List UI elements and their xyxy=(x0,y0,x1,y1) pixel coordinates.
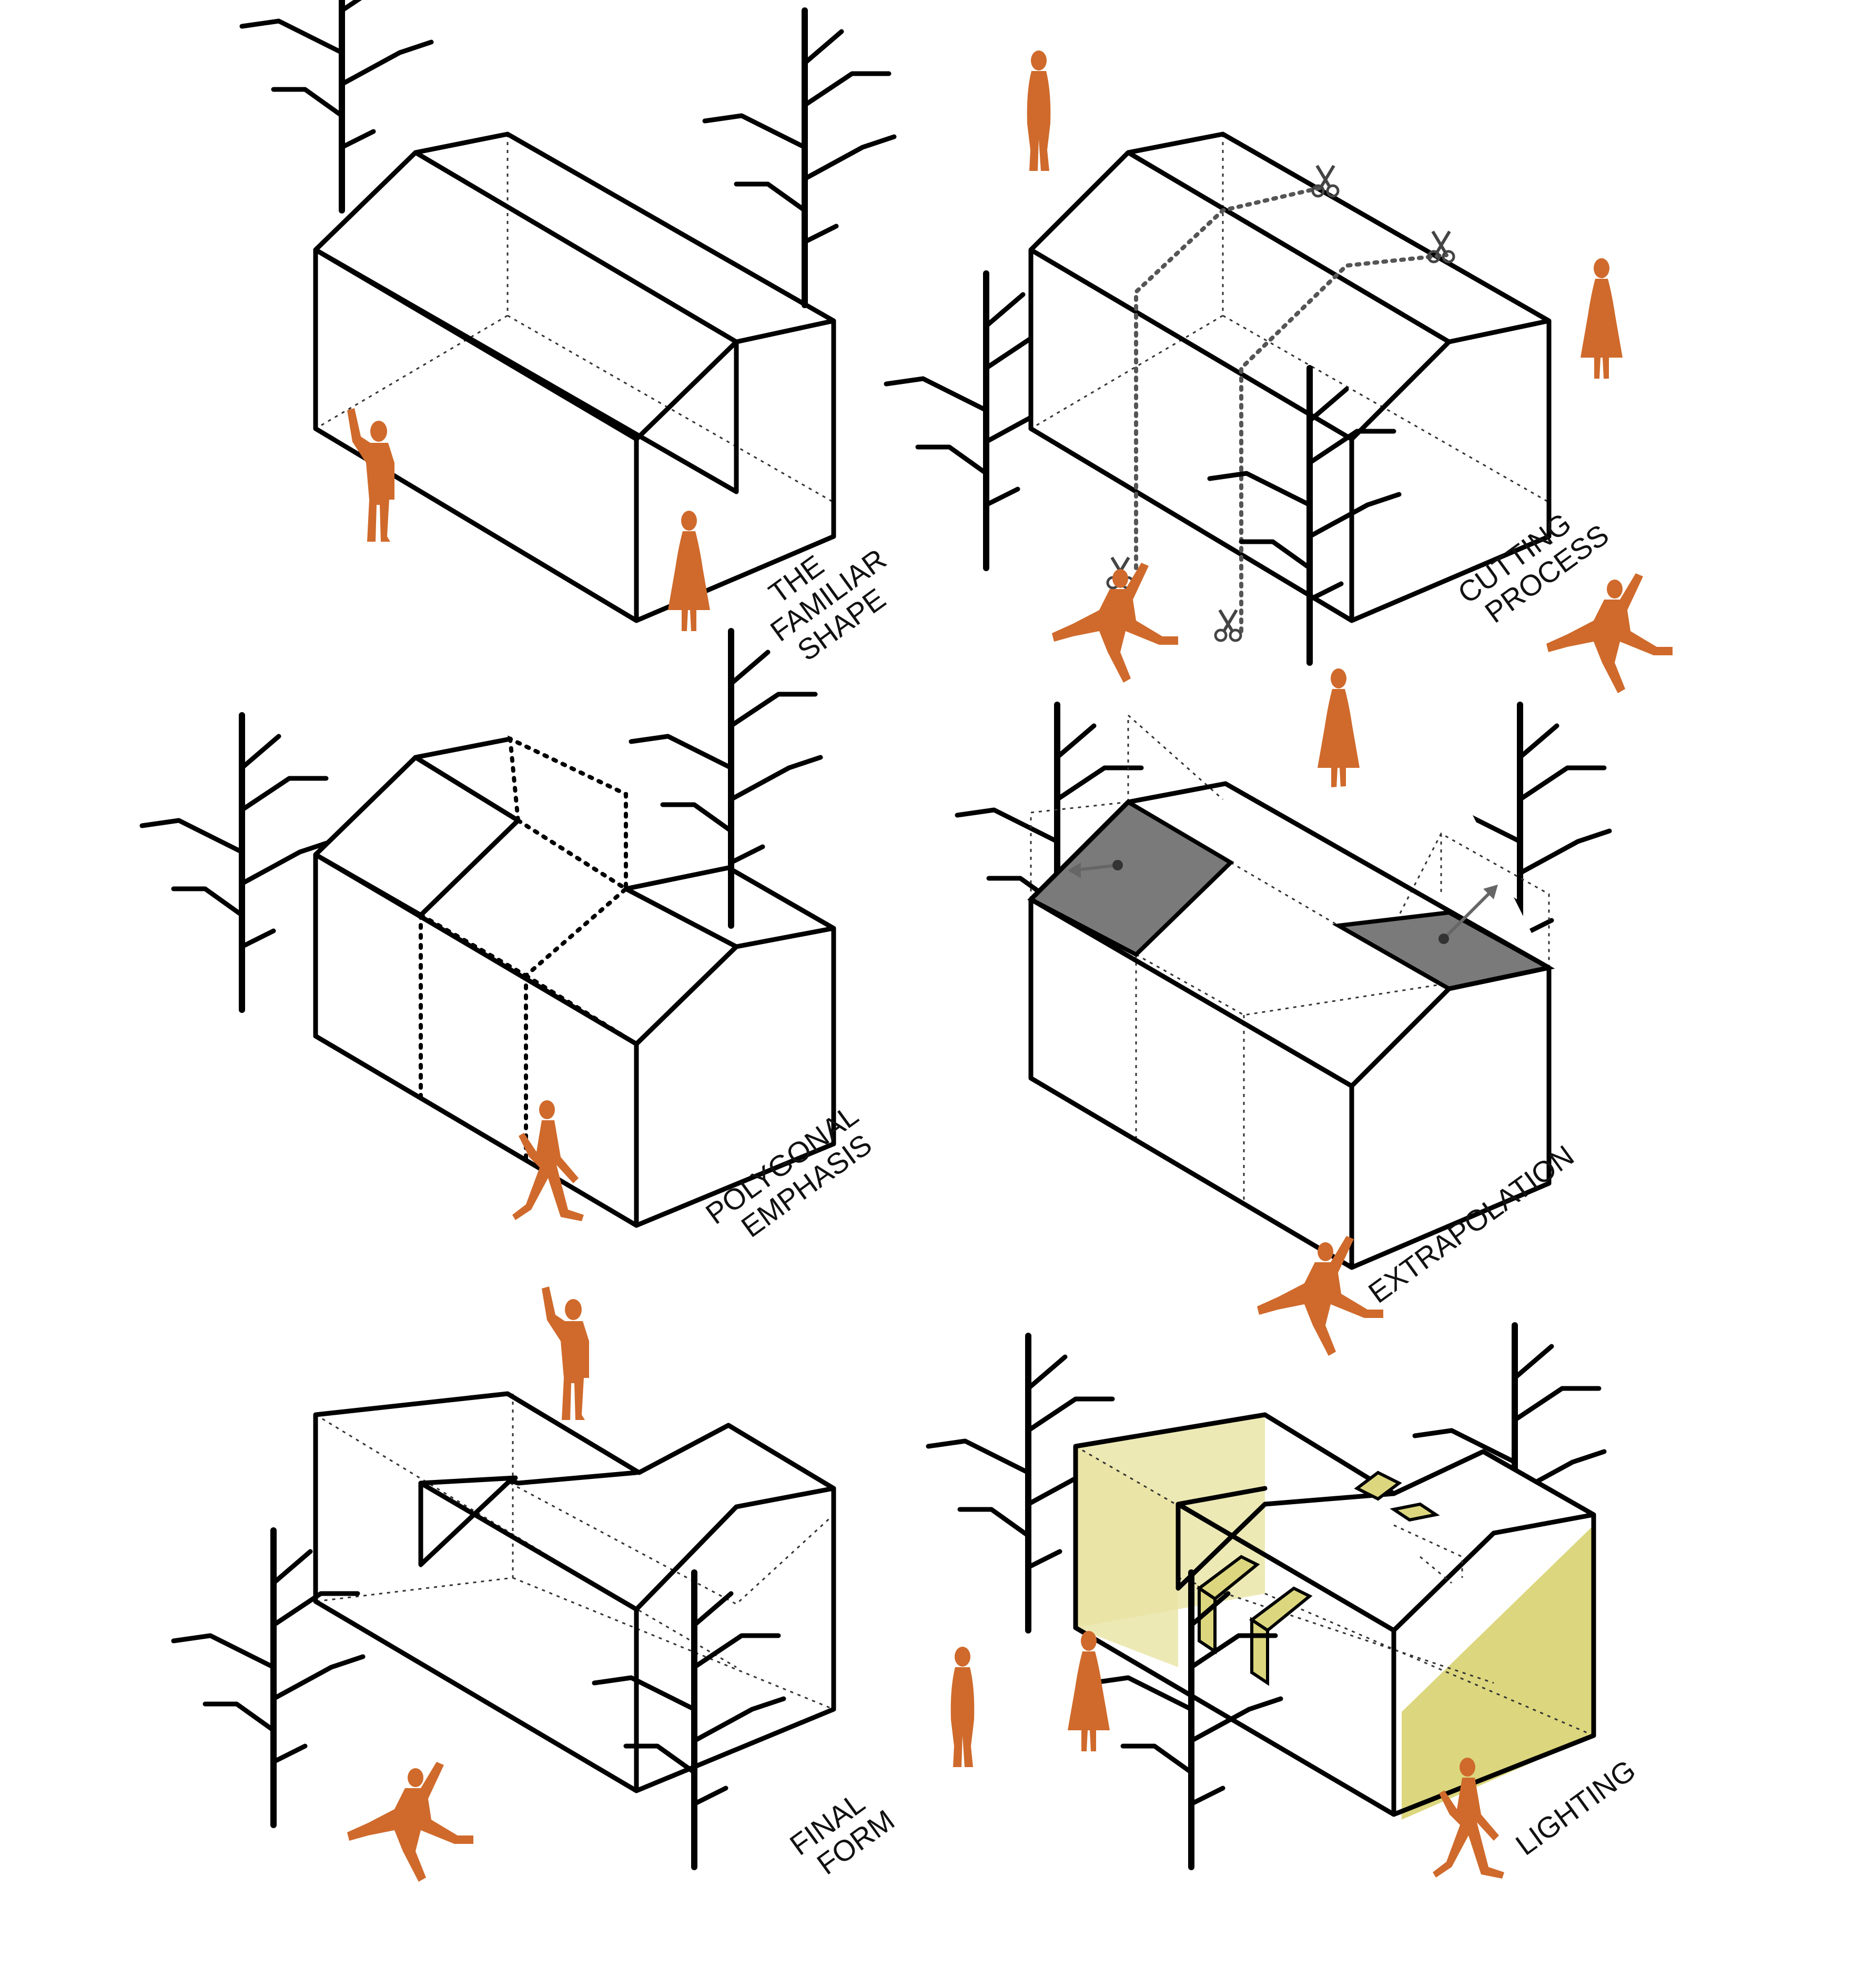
label-lighting: LIGHTING xyxy=(1510,1753,1642,1861)
person-icon xyxy=(542,1286,589,1420)
person-icon xyxy=(950,1647,975,1767)
panel-cutting-process: CUTTING PROCESS xyxy=(886,50,1673,693)
panel-extrapolation: EXTRAPOLATION xyxy=(957,668,1609,1356)
person-icon xyxy=(347,1762,473,1882)
label-final-form: FINAL FORM xyxy=(784,1786,900,1881)
panel-familiar-shape: THE FAMILIAR SHAPE xyxy=(242,0,911,667)
person-icon xyxy=(1027,50,1051,171)
person-icon xyxy=(1546,573,1673,693)
person-icon xyxy=(1068,1631,1110,1751)
panel-final-form: FINAL FORM xyxy=(174,1286,900,1882)
panel-polygonal-emphasis: POLYGONAL EMPHASIS xyxy=(142,631,878,1244)
panel-lighting: LIGHTING xyxy=(928,1325,1642,1879)
person-icon xyxy=(1052,563,1178,683)
label-line: LIGHTING xyxy=(1510,1753,1642,1861)
person-icon xyxy=(1581,258,1623,379)
person-icon xyxy=(1318,668,1360,789)
scissors-icon xyxy=(1215,610,1241,641)
tree-icon xyxy=(142,715,331,1010)
